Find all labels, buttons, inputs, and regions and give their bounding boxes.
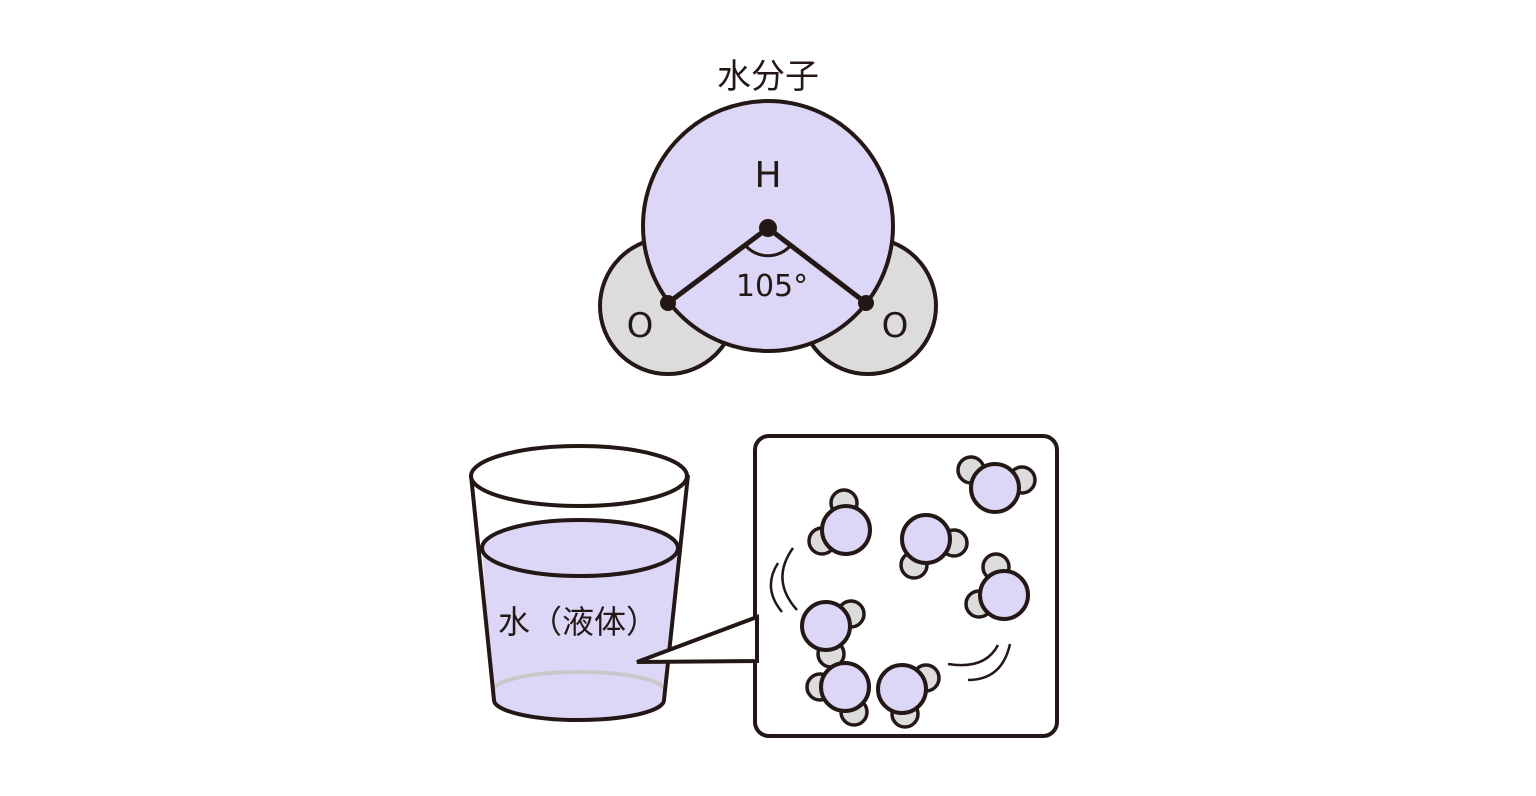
- small-h-atom: [978, 569, 1030, 621]
- small-h-atom: [820, 504, 872, 556]
- callout-pointer: [636, 614, 759, 664]
- left-atom-label: O: [627, 306, 654, 346]
- center-nucleus-dot: [759, 219, 777, 237]
- zoom-callout: [636, 434, 1059, 738]
- left-nucleus-dot: [660, 295, 676, 311]
- small-water-molecule: [899, 513, 969, 580]
- water-glass: 水（液体）: [469, 444, 690, 722]
- small-water-molecule: [964, 552, 1030, 621]
- glass-bottom-highlight: [492, 670, 666, 691]
- right-nucleus-dot: [858, 295, 874, 311]
- center-atom-label: H: [754, 155, 781, 196]
- motion-line: [947, 644, 1000, 667]
- glass-label: 水（液体）: [498, 603, 658, 641]
- molecule-cluster: [800, 455, 1037, 729]
- motion-line: [967, 643, 1012, 682]
- small-h-atom: [819, 661, 871, 713]
- water-surface: [480, 518, 680, 578]
- glass-outline: [469, 474, 690, 722]
- small-water-molecule: [807, 488, 872, 556]
- small-h-atom: [969, 462, 1021, 514]
- motion-line: [781, 547, 798, 611]
- small-water-molecule: [800, 599, 866, 669]
- small-h-atom: [900, 513, 952, 565]
- small-h-atom: [800, 600, 852, 652]
- small-water-molecule: [956, 455, 1037, 514]
- molecule-title: 水分子: [717, 57, 819, 97]
- angle-arc: [743, 243, 793, 258]
- small-h-atom: [876, 663, 928, 715]
- glass-rim: [469, 444, 689, 508]
- angle-label: 105°: [736, 269, 808, 304]
- small-water-molecule: [876, 663, 941, 729]
- motion-line: [769, 562, 783, 613]
- water-molecule: 水分子 H O O 105°: [598, 57, 938, 376]
- motion-lines: [769, 547, 1012, 682]
- right-atom-label: O: [882, 306, 909, 346]
- small-water-molecule: [805, 661, 871, 727]
- bond-right: [766, 226, 868, 305]
- bond-left: [666, 226, 770, 305]
